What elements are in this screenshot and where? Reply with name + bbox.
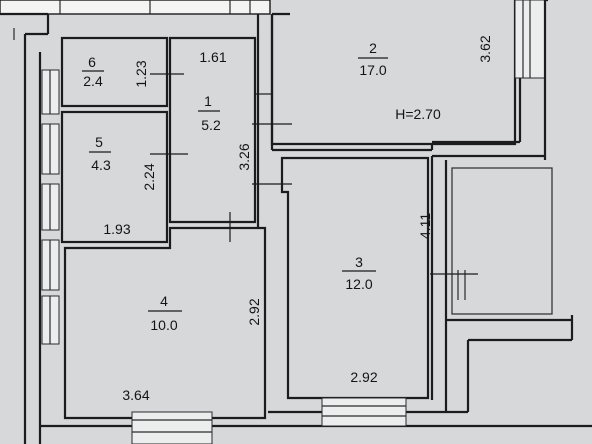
room-2-number: 2 <box>369 40 377 56</box>
room1-width-dim: 1.61 <box>199 49 226 65</box>
room-5-area: 4.3 <box>91 157 111 173</box>
room-1-number: 1 <box>204 93 212 109</box>
room6-height-dim: 1.23 <box>133 60 149 87</box>
top-wall-strip <box>0 0 271 52</box>
room4-height-dim: 2.92 <box>246 298 262 325</box>
room-3-outline <box>280 156 430 400</box>
room-3-area: 12.0 <box>345 276 372 292</box>
room-4-outline <box>63 226 267 420</box>
room-1-area: 5.2 <box>201 117 221 133</box>
room-6-number: 6 <box>88 54 96 70</box>
room1-height-dim: 3.26 <box>236 143 252 170</box>
room-5-number: 5 <box>95 134 103 150</box>
room-5-outline <box>60 110 169 244</box>
room5-width-dim: 1.93 <box>103 221 130 237</box>
room-4-number: 4 <box>160 293 168 309</box>
room-4-area: 10.0 <box>150 317 177 333</box>
room-1-outline <box>168 36 257 224</box>
room2-height-dim: 3.62 <box>477 35 493 62</box>
room-6-outline <box>60 36 169 108</box>
ceiling-height-note: H=2.70 <box>395 106 441 122</box>
room-2-area: 17.0 <box>359 62 386 78</box>
left-exterior-wall <box>23 52 60 444</box>
door-ticks <box>150 73 478 275</box>
room3-height-dim: 4.11 <box>417 213 433 239</box>
balcony-structure <box>268 0 574 414</box>
room-6-area: 2.4 <box>83 73 103 89</box>
room3-width-dim: 2.92 <box>350 369 377 385</box>
room5-height-dim: 2.24 <box>141 163 157 190</box>
bottom-exterior-wall <box>40 397 592 444</box>
room4-width-dim: 3.64 <box>122 387 149 403</box>
room-3-number: 3 <box>355 254 363 270</box>
